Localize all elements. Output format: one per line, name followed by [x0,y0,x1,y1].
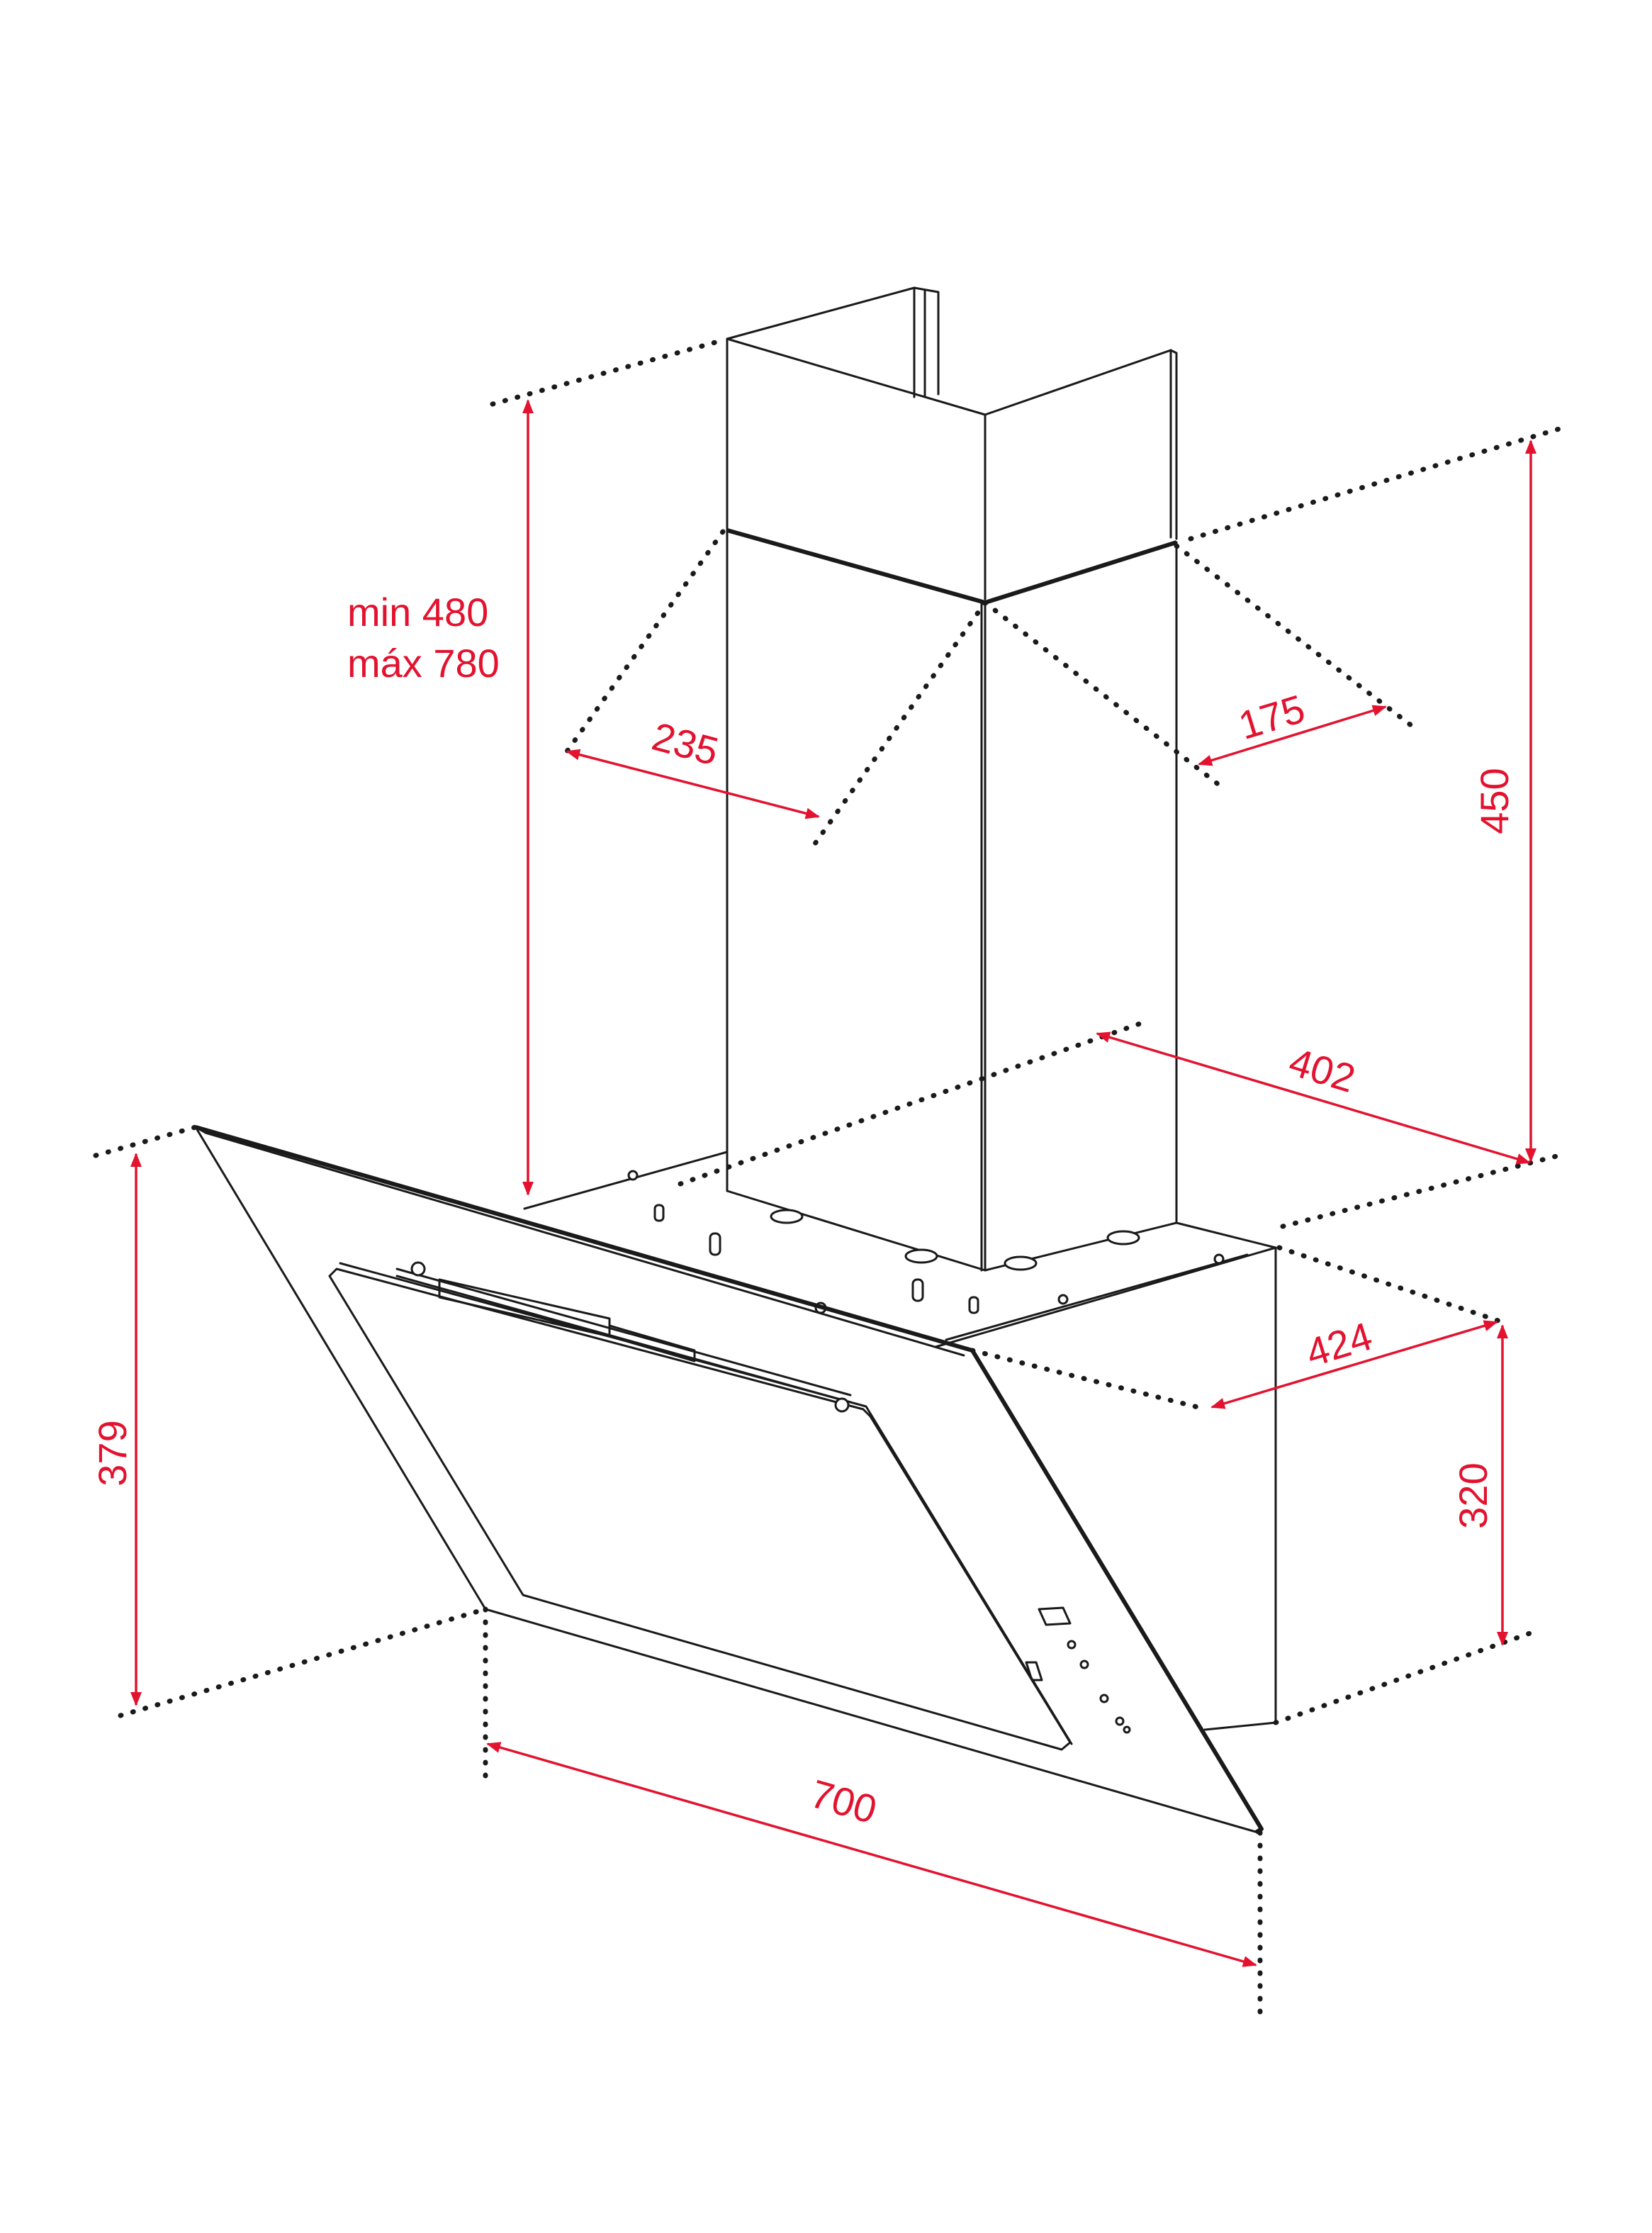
label-chimney-height-max: máx 780 [347,641,500,685]
label-total-height: 450 [1472,768,1517,834]
dim-width-line [486,1742,1257,1967]
label-chimney-depth: 235 [648,714,724,774]
dim-motor-depth-line [1210,1320,1498,1409]
dim-chimney-depth-line [566,749,820,819]
label-chimney-width: 175 [1233,686,1310,749]
label-chimney-height-min: min 480 [347,590,488,634]
label-width: 700 [806,1771,882,1832]
extension-lines [93,337,1562,2016]
dimension-arrows [130,399,1536,1967]
label-motor-height: 320 [1451,1462,1495,1528]
motor-body [523,1151,1277,1731]
label-motor-depth: 424 [1300,1314,1377,1376]
dim-chimney-width-line [1198,705,1387,766]
glass-panel [194,1125,1264,1835]
dim-body-depth-line [1096,1031,1531,1165]
label-glass-height: 379 [90,1420,135,1486]
dimension-labels: min 480 máx 780 235 175 450 402 379 424 … [90,590,1517,1832]
chimney [726,286,1178,1272]
